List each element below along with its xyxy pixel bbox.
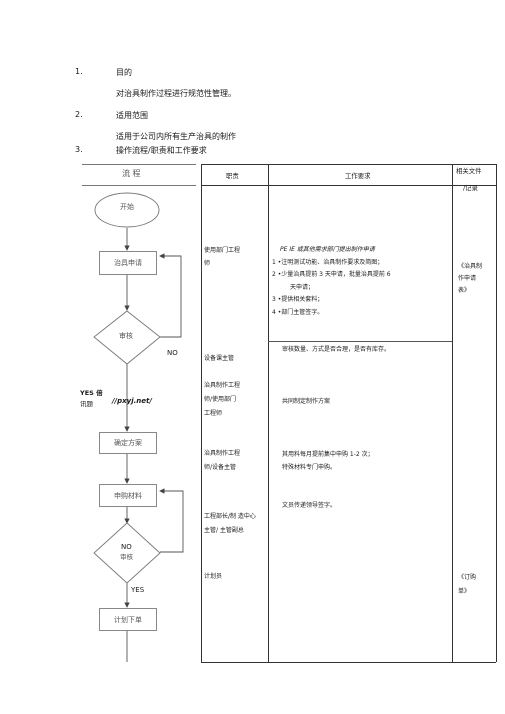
purchase-label: 申购材料 (114, 491, 142, 500)
row2-duty: 设备课主管 (204, 353, 266, 364)
row1-docs-line: 表》 (458, 287, 471, 294)
row4-work: 其用料每月提前集中申购 1-2 次； 特殊材料专门申购。 (282, 448, 450, 474)
table-bottom-line (201, 662, 496, 663)
row6-duty: 计划员 (204, 571, 266, 582)
row4-duty-line: 师/设备主管 (204, 463, 237, 471)
no-label-2: NO (121, 543, 132, 551)
row4-duty-line: 治具制作工程 (204, 450, 241, 457)
row5-duty-line: 工程部长/制 造中心 (204, 513, 256, 520)
row3-duty-line: 工程师 (204, 409, 223, 417)
yes-label-2: YES (131, 586, 145, 594)
purchase-box: 申购材料 (99, 484, 157, 507)
row5-work: 文员传递领导签字。 (282, 500, 450, 511)
row1-duty: 使用部门工程 师 (204, 244, 266, 270)
table-left-line (201, 164, 202, 662)
yes-label-1b: 讯题 (80, 400, 93, 408)
confirm-label: 确定方案 (114, 439, 142, 447)
work-header: 工作要求 (345, 172, 371, 180)
table-right-line (496, 164, 497, 662)
start-label: 开始 (120, 203, 134, 211)
apply-label: 治具申请 (114, 259, 142, 267)
section-1-body: 对治具制作过程进行规范性管理。 (116, 89, 236, 98)
table-col-line-1 (268, 164, 269, 662)
section-1-number: 1. (75, 67, 83, 76)
row4-duty: 治具制作工程 师/设备主管 (204, 447, 266, 475)
row4-work-line: 特殊材料专门申购。 (282, 464, 337, 472)
row1-work-line: 2 •少量治具提前 3 天申请，批量治具提前 6 (272, 271, 391, 279)
section-2-body: 适用于公司内所有生产治具的制作 (116, 132, 236, 141)
docs-header-line2: /记录 (463, 184, 478, 192)
section-3-title: 操作流程/职责和工作要求 (116, 146, 207, 155)
review2-label: 审核 (120, 553, 133, 561)
watermark-url: //pxyj.net/ (112, 397, 152, 405)
row6-docs-line: 单》 (458, 587, 471, 595)
flow-header: 流 程 (122, 169, 141, 178)
row1-docs-line: 《治具制 (458, 263, 483, 270)
order-label: 计划下单 (114, 615, 142, 624)
row2-work-line: 审核数量、方式是否合理，是否有库存。 (282, 346, 391, 353)
row1-duty-line: 使用部门工程 (204, 247, 241, 254)
row1-work-line: 4 •部门主管签字。 (272, 308, 324, 316)
row-divider (268, 341, 452, 342)
row1-docs-line: 作申请 (458, 275, 477, 282)
section-3-number: 3. (75, 145, 83, 154)
row5-duty: 工程部长/制 造中心 主管/ 主管副总 (204, 510, 266, 538)
row1-work-line: 1 •注明测试功能、治具制作要求及简图； (272, 258, 384, 266)
row1-work-line: PE IE 或其他需求部门提出制作申请 (280, 246, 375, 253)
table-header-line (201, 185, 496, 186)
row3-work: 共同制定制作方案 (282, 396, 450, 407)
review-diamond (93, 310, 161, 365)
row6-docs: 《订购 单》 (458, 571, 494, 599)
row1-docs: 《治具制 作申请 表》 (458, 261, 494, 297)
row4-work-line: 其用料每月提前集中申购 1-2 次； (282, 451, 374, 458)
yes-label-1: YES 倍 (80, 389, 103, 397)
row1-work-line: 3 •提供相关套料； (272, 296, 324, 304)
no-label-1: NO (167, 349, 178, 357)
row6-docs-line: 《订购 (458, 574, 477, 581)
review-label: 审核 (119, 332, 133, 340)
row3-work-line: 共同制定制作方案 (282, 398, 331, 405)
row5-duty-line: 主管/ 主管副总 (204, 526, 244, 534)
confirm-box: 确定方案 (99, 432, 157, 454)
row3-duty-line: 师/使用部门 (204, 395, 237, 403)
row3-duty: 治具制作工程 师/使用部门 工程师 (204, 379, 266, 420)
row2-work: 审核数量、方式是否合理，是否有库存。 (282, 344, 450, 355)
row6-duty-line: 计划员 (204, 573, 223, 580)
flow-header-bottom-line (82, 185, 196, 186)
review2-diamond (93, 522, 161, 584)
order-box: 计划下单 (99, 608, 157, 631)
start-oval (94, 192, 160, 228)
section-2-title: 适用范围 (116, 111, 148, 120)
row5-work-line: 文员传递领导签字。 (282, 502, 337, 509)
row1-work: PE IE 或其他需求部门提出制作申请 1 •注明测试功能、治具制作要求及简图；… (272, 244, 450, 320)
flow-header-top-line (82, 164, 196, 165)
duty-header: 职责 (226, 172, 239, 180)
section-2-number: 2. (75, 110, 83, 119)
apply-box: 治具申请 (99, 251, 157, 275)
table-col-line-2 (452, 164, 453, 662)
row1-work-line: 天申请； (290, 283, 315, 291)
row2-duty-line: 设备课主管 (204, 355, 235, 362)
docs-header-line1: 相关文件 (456, 167, 482, 175)
row1-duty-line: 师 (204, 260, 211, 268)
section-1-title: 目的 (116, 68, 132, 77)
table-top-line (201, 164, 496, 165)
row3-duty-line: 治具制作工程 (204, 382, 241, 389)
